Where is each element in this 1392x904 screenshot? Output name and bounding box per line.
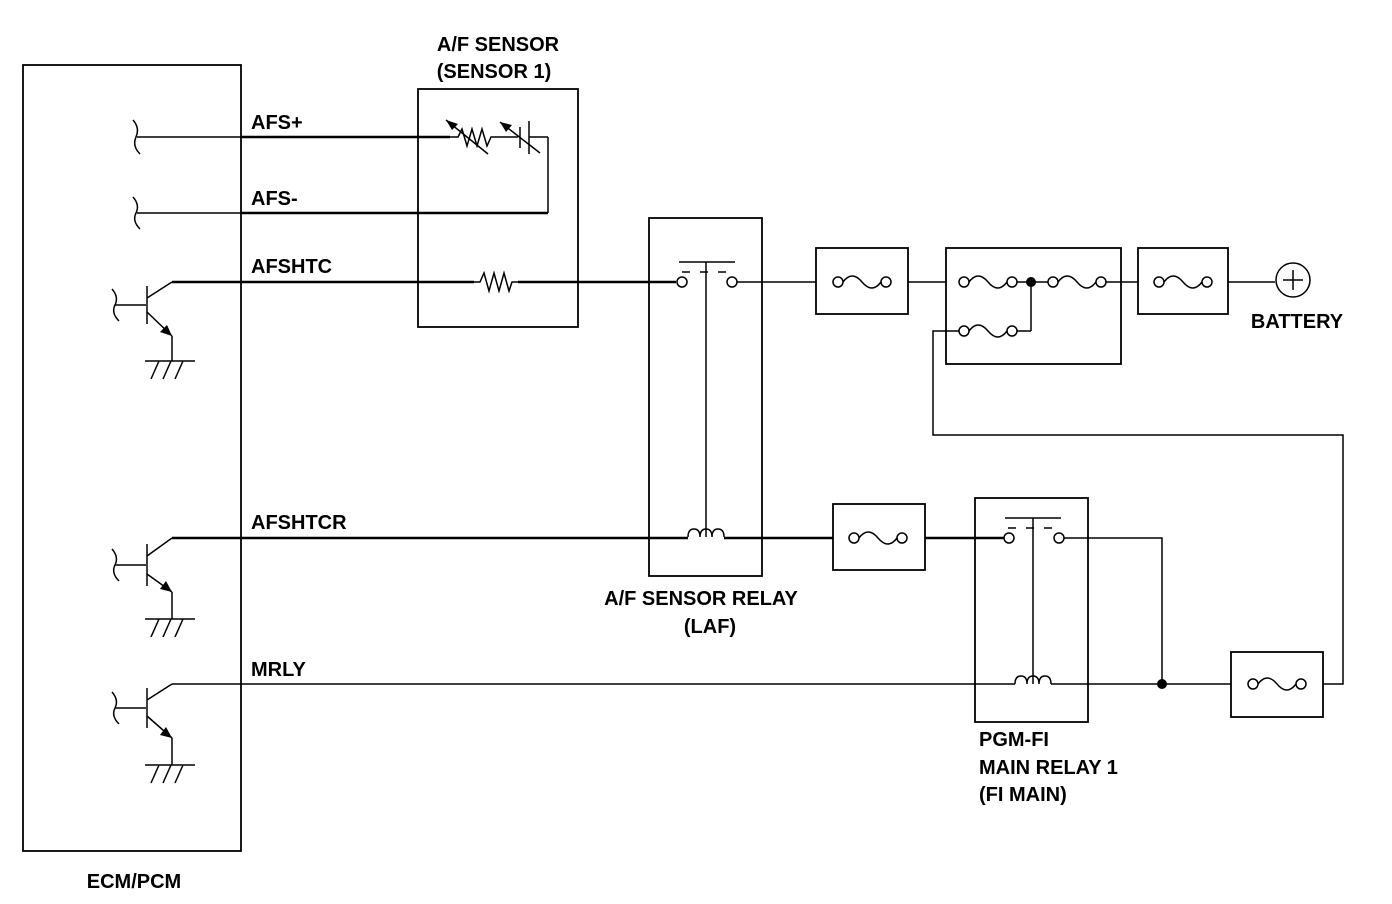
ecm-pcm-label: ECM/PCM <box>87 871 181 893</box>
mrly-transistor <box>111 683 173 765</box>
af-sensor-label-2: (SENSOR 1) <box>437 61 551 83</box>
ecm-pcm-box <box>22 64 242 852</box>
afs-minus-label: AFS- <box>251 188 298 210</box>
af-sensor-relay-label-2: (LAF) <box>684 616 736 638</box>
fuse-2a <box>958 275 1018 289</box>
fuse-2b <box>1047 275 1107 289</box>
fuse-box-to-lower-fuse-wire <box>932 330 1344 685</box>
fuse-4 <box>848 531 908 545</box>
fuse-2c <box>958 324 1018 338</box>
af-sensor-relay-contacts <box>676 261 738 537</box>
fuse-3 <box>1153 275 1213 289</box>
pgm-fi-relay-coil <box>1014 675 1052 685</box>
battery-symbol <box>1275 262 1311 298</box>
af-sensor-variable-resistor <box>445 119 500 155</box>
mrly-ground <box>145 764 195 784</box>
af-sensor-relay-coil <box>687 528 725 538</box>
mrly-label: MRLY <box>251 659 306 681</box>
af-sensor-label-1: A/F SENSOR <box>437 34 560 56</box>
afshtc-ground <box>145 360 195 380</box>
afs-plus-input <box>132 119 241 155</box>
afshtc-label: AFSHTC <box>251 256 332 278</box>
fuse-1-box <box>815 247 909 315</box>
fuse-box-2 <box>945 247 1122 365</box>
af-sensor-relay-box <box>648 217 763 577</box>
af-sensor-heater-resistor <box>474 270 518 294</box>
pgm-fi-relay-contacts <box>1003 517 1065 684</box>
fuse-5 <box>1247 677 1307 691</box>
pgm-fi-label-1: PGM-FI <box>979 729 1049 751</box>
pgm-fi-main-relay-box <box>974 497 1089 723</box>
afshtcr-ground <box>145 618 195 638</box>
fuse-5-box <box>1230 651 1324 718</box>
pgm-fi-label-3: (FI MAIN) <box>979 784 1067 806</box>
lower-junction-dot <box>1157 679 1167 689</box>
afshtc-transistor <box>111 281 173 361</box>
fuse-4-box <box>832 503 926 571</box>
afshtcr-label: AFSHTCR <box>251 512 347 534</box>
af-sensor-variable-cell <box>499 121 549 213</box>
afs-plus-label: AFS+ <box>251 112 303 134</box>
main-relay-to-junction-wire <box>1064 537 1163 684</box>
afshtcr-transistor <box>111 537 173 619</box>
battery-label: BATTERY <box>1251 311 1344 333</box>
af-sensor-box <box>417 88 579 328</box>
afs-minus-input <box>132 196 241 230</box>
fuse-3-box <box>1137 247 1229 315</box>
af-sensor-relay-label-1: A/F SENSOR RELAY <box>604 588 798 610</box>
fuse-1 <box>832 275 892 289</box>
pgm-fi-label-2: MAIN RELAY 1 <box>979 757 1118 779</box>
